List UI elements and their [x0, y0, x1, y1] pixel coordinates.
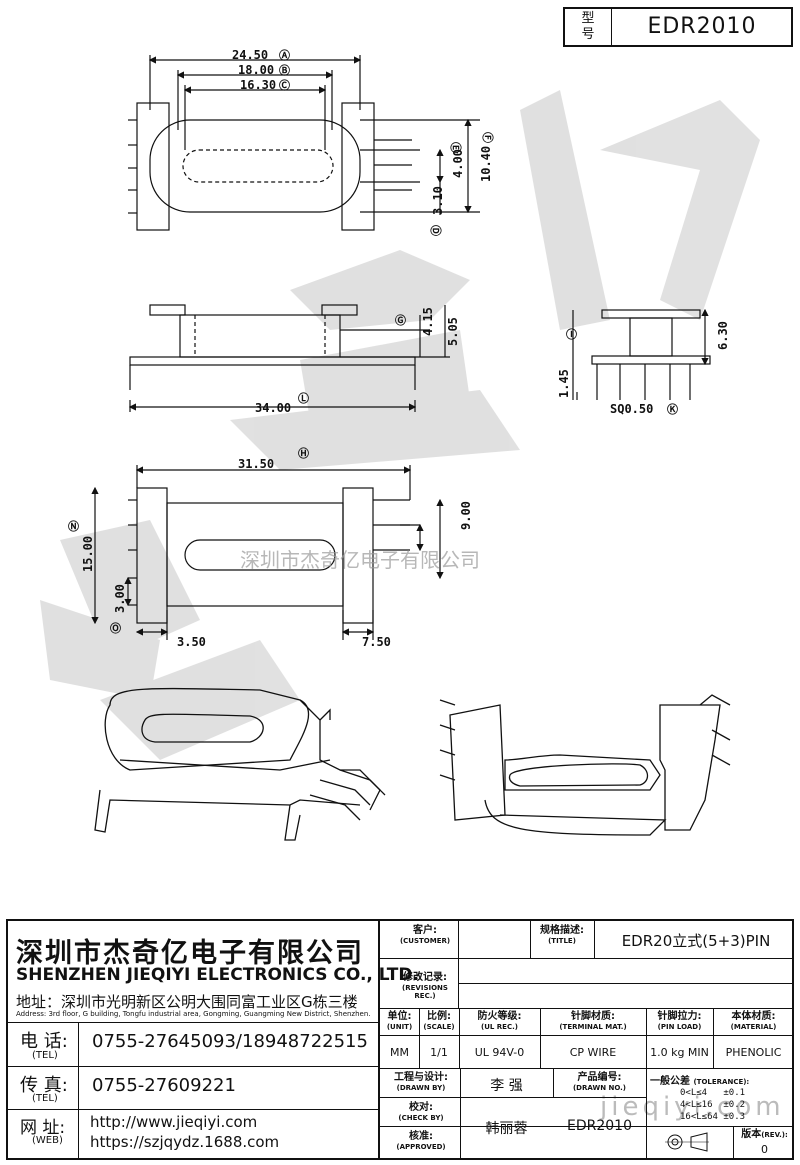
watermark-logo [40, 90, 760, 760]
dim-4-00: 4.00 [451, 149, 465, 178]
dim-34-00: 34.00 [255, 401, 291, 415]
watermark-text: 深圳市杰奇亿电子有限公司 [240, 548, 480, 572]
drawn-no-value: EDR2010 [567, 1118, 632, 1134]
tolerance-row-3: 16<L≤64 ±0.3 [680, 1112, 746, 1122]
title-block: 深圳市杰奇亿电子有限公司 SHENZHEN JIEQIYI ELECTRONIC… [6, 919, 794, 1160]
top-view [128, 55, 480, 231]
svg-text:Ⓒ: Ⓒ [279, 78, 290, 92]
drawn-by-value: 李 强 [490, 1078, 523, 1094]
svg-text:Ⓞ: Ⓞ [110, 621, 121, 635]
tolerance-row-1: 0<L≤4 ±0.1 [680, 1088, 746, 1098]
web-label: 网 址: [20, 1118, 66, 1138]
unit-value: MM [390, 1046, 409, 1059]
revisions-label: 修改记录:(REVISIONS REC.) [402, 972, 448, 1000]
svg-text:Ⓚ: Ⓚ [667, 402, 678, 416]
svg-text:Ⓖ: Ⓖ [395, 313, 406, 327]
projection-symbol-icon [665, 1132, 709, 1152]
dim-24-50: 24.50 [232, 48, 268, 62]
model-type-label: 型 号 [565, 9, 612, 47]
check-by-value: 韩丽蓉 [485, 1121, 528, 1137]
dim-3-10: 3.10 [431, 186, 445, 215]
scale-value: 1/1 [430, 1046, 448, 1059]
dim-31-50: 31.50 [238, 457, 274, 471]
tolerance-row-2: 4<L≤16 ±0.2 [680, 1100, 746, 1110]
customer-label: 客户:(CUSTOMER) [399, 925, 451, 945]
svg-text:Ⓑ: Ⓑ [279, 63, 290, 77]
company-name-en: SHENZHEN JIEQIYI ELECTRONICS CO., LTD. [16, 965, 419, 985]
address-line: 地址：深圳市光明新区公明大围同富工业区G栋三楼 [16, 993, 358, 1011]
iso-view-left [94, 687, 386, 841]
terminal-value: CP WIRE [569, 1046, 617, 1059]
svg-text:Ⓓ: Ⓓ [429, 225, 443, 236]
model-number: EDR2010 [647, 14, 757, 39]
dim-3-00: 3.00 [113, 584, 127, 613]
svg-text:Ⓕ: Ⓕ [481, 132, 495, 143]
dim-16-30: 16.30 [240, 78, 276, 92]
tel-value: 0755-27645093/18948722515 [92, 1031, 368, 1052]
dim-4-15: 4.15 [421, 307, 435, 336]
dim-7-50: 7.50 [362, 635, 391, 649]
web-link-1[interactable]: http://www.jieqiyi.com [90, 1113, 258, 1131]
spec-label: 规格描述:(TITLE) [540, 925, 584, 945]
fax-value: 0755-27609221 [92, 1075, 236, 1096]
bottom-view [91, 465, 444, 640]
web-link-2[interactable]: https://szjqydz.1688.com [90, 1133, 280, 1151]
tolerance-label: 一般公差 (TOLERANCE): [650, 1076, 750, 1087]
side-view [128, 304, 450, 412]
svg-text:Ⓔ: Ⓔ [449, 142, 463, 153]
svg-text:Ⓐ: Ⓐ [279, 48, 290, 62]
dim-1-45: 1.45 [557, 369, 571, 398]
address-en: Address: 3rd floor, G building, Tongfu i… [16, 1010, 371, 1018]
svg-text:Ⓗ: Ⓗ [298, 446, 309, 460]
svg-text:Ⓝ: Ⓝ [68, 519, 79, 533]
tel-label: 电 话: [20, 1031, 68, 1052]
fax-label: 传 真: [20, 1075, 68, 1096]
model-type-box: 型 号 EDR2010 [563, 7, 793, 47]
dim-10-40: 10.40 [479, 146, 493, 182]
dim-sq0-50: SQ0.50 [610, 402, 653, 416]
iso-view-right [439, 694, 731, 836]
ulrec-value: UL 94V-0 [474, 1046, 525, 1059]
spec-value: EDR20立式(5+3)PIN [621, 932, 771, 950]
material-value: PHENOLIC [725, 1046, 782, 1059]
dim-3-50: 3.50 [177, 635, 206, 649]
svg-text:Ⓛ: Ⓛ [298, 391, 309, 405]
rev-value: 0 [761, 1143, 768, 1156]
svg-text:Ⓘ: Ⓘ [566, 327, 577, 341]
dim-5-05: 5.05 [446, 317, 460, 346]
dim-6-30: 6.30 [716, 321, 730, 350]
dim-9-00: 9.00 [459, 501, 473, 530]
company-name-cn: 深圳市杰奇亿电子有限公司 [16, 938, 364, 969]
end-view [572, 308, 711, 400]
dim-18-00: 18.00 [238, 63, 274, 77]
technical-drawing: 24.50 18.00 16.30 Ⓐ Ⓑ Ⓒ 4.00 10.40 3.10 … [40, 48, 760, 841]
pinload-value: 1.0 kg MIN [650, 1046, 709, 1059]
dim-15-00: 15.00 [81, 536, 95, 572]
